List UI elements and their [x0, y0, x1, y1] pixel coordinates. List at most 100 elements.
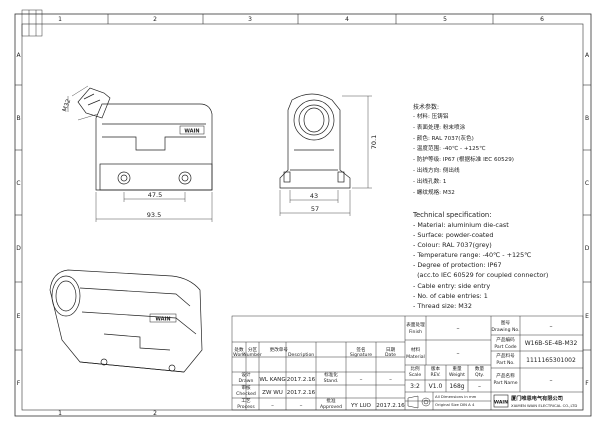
svg-text:Drawn: Drawn	[239, 378, 254, 384]
svg-text:YY LUO: YY LUO	[350, 403, 372, 409]
svg-text:–: –	[389, 377, 392, 383]
grid-col-3: 3	[248, 16, 252, 23]
dim-m32: M32	[61, 98, 72, 113]
svg-text:更改单号: 更改单号	[270, 346, 289, 353]
grid-row-labels-right: A B C D E F	[585, 52, 590, 387]
svg-text:Checked: Checked	[236, 391, 256, 397]
grid-col-4: 4	[345, 16, 349, 23]
revision-header-row: 处数 Work 分区 Number 更改单号 Description 签名 Si…	[233, 346, 396, 358]
part-no-label-en: Part No.	[496, 360, 514, 366]
spec-en-title: Technical specification:	[413, 211, 492, 219]
front-view	[67, 85, 213, 222]
spec-en-line: (acc.to IEC 60529 for coupled connector)	[413, 271, 549, 280]
spec-cn-line: - 出线方向: 侧出线	[413, 167, 460, 174]
scale-label-cn: 比例	[410, 365, 420, 372]
finish-label-cn: 表面处理	[406, 321, 425, 328]
material-label-cn: 材料	[411, 346, 421, 353]
spec-en-line: - Temperature range: -40℃ - +125℃	[413, 251, 532, 260]
svg-text:2017.2.16: 2017.2.16	[376, 403, 405, 409]
spec-cn-line: - 防护等级: IP67 (根据标准 IEC 60529)	[413, 157, 514, 164]
svg-text:2: 2	[153, 410, 157, 417]
grid-row-f: F	[17, 380, 21, 387]
part-name-label-en: Part Name	[493, 380, 517, 386]
part-name-label-cn: 产品名称	[496, 372, 515, 379]
grid-col-6: 6	[540, 16, 544, 23]
grid-row-f-right: F	[585, 380, 589, 387]
svg-text:日期: 日期	[386, 347, 396, 353]
svg-text:审核: 审核	[241, 384, 251, 391]
revision-row-process: 工艺 Process – – 批准 Approved YY LUO 2017.2…	[237, 397, 405, 410]
svg-text:–: –	[360, 377, 363, 383]
part-code-label-cn: 产品编码	[496, 336, 515, 343]
grid-col-2: 2	[153, 16, 157, 23]
svg-text:设计: 设计	[241, 371, 251, 378]
grid-row-b: B	[16, 115, 20, 122]
drawing-no-label-cn: 图号	[501, 320, 511, 326]
spec-en-line: - Surface: powder-coated	[413, 231, 494, 240]
company-logo-icon: WAIN	[493, 394, 509, 408]
svg-text:标准化: 标准化	[324, 371, 338, 378]
part-code-label-en: Part Code	[494, 344, 516, 350]
dimension-note-2: Original Size DIN A 4	[435, 402, 475, 407]
front-view-logo: WAIN	[184, 129, 199, 135]
svg-text:签名: 签名	[356, 346, 365, 353]
qty-label-cn: 数量	[475, 365, 485, 372]
spec-en-line: - Cable entry: side entry	[413, 281, 491, 290]
drawing-no-label-en: Drawing No.	[491, 327, 519, 333]
dimension-note-1: All Dimensions in mm	[435, 394, 477, 399]
title-block-grid	[231, 315, 584, 411]
svg-text:Date: Date	[385, 352, 396, 358]
spec-cn-line: - 表面处理: 粉末喷涂	[413, 124, 466, 131]
scale-value: 3:2	[410, 383, 420, 390]
material-label-en: Material	[406, 354, 425, 360]
rev-label-cn: 版本	[431, 365, 441, 372]
svg-text:Signature: Signature	[350, 352, 372, 358]
dim-43: 43	[310, 192, 318, 200]
grid-col-5: 5	[443, 16, 447, 23]
dim-57: 57	[311, 205, 319, 213]
projection-symbol-icon	[407, 395, 431, 409]
revision-row-drawn: 设计 Drawn WL KANG 2017.2.16 标准化 Stand. – …	[239, 371, 393, 384]
svg-text:分区: 分区	[248, 346, 258, 353]
svg-text:–: –	[300, 403, 303, 409]
grid-row-d-right: D	[585, 245, 590, 252]
grid-column-labels-bottom: 1 2	[58, 410, 157, 417]
grid-row-e-right: E	[585, 313, 589, 320]
svg-text:2017.2.16: 2017.2.16	[287, 377, 316, 383]
grid-row-c-right: C	[585, 180, 589, 187]
revision-row-checked: 审核 Checked ZW WU 2017.2.16	[236, 384, 316, 397]
spec-cn-line: - 温度范围: -40℃ - +125℃	[413, 146, 486, 153]
dim-47-5: 47.5	[148, 191, 162, 199]
svg-text:1: 1	[58, 410, 62, 417]
spec-cn-line: - 螺纹规格: M32	[413, 189, 455, 196]
finish-label-en: Finish	[409, 329, 422, 335]
part-no-label-cn: 产品料号	[496, 352, 515, 359]
grid-row-a: A	[16, 52, 21, 59]
scale-label-en: Scale	[409, 372, 422, 378]
svg-text:批准: 批准	[326, 397, 336, 404]
svg-text:WL KANG: WL KANG	[259, 377, 285, 383]
svg-text:Number: Number	[243, 352, 262, 358]
svg-text:Description: Description	[288, 352, 314, 358]
revision-stamp-box	[21, 9, 43, 37]
grid-row-c: C	[16, 180, 20, 187]
grid-row-d: D	[16, 245, 21, 252]
qty-label-en: Qty.	[475, 372, 484, 378]
grid-row-labels-left: A B C D E F	[16, 52, 21, 387]
dim-70-1: 70.1	[370, 135, 378, 149]
svg-text:Work: Work	[233, 352, 245, 358]
svg-text:2017.2.16: 2017.2.16	[287, 390, 316, 396]
part-name-value: –	[550, 377, 553, 384]
spec-en-block: Technical specification: - Material: alu…	[413, 210, 548, 311]
drawing-no-value: –	[550, 323, 553, 330]
spec-en-line: - No. of cable entries: 1	[413, 291, 488, 300]
svg-text:ZW WU: ZW WU	[262, 390, 283, 396]
company-name-cn: 厦门唯恩电气有限公司	[511, 394, 563, 402]
spec-cn-line: - 出线孔数: 1	[413, 178, 447, 185]
grid-row-e: E	[17, 313, 21, 320]
side-view	[279, 93, 372, 216]
part-code-value: W16B-SE-4B-M32	[525, 340, 578, 347]
finish-value: –	[457, 325, 460, 332]
spec-cn-line: - 材料: 压铸铝	[413, 114, 449, 120]
